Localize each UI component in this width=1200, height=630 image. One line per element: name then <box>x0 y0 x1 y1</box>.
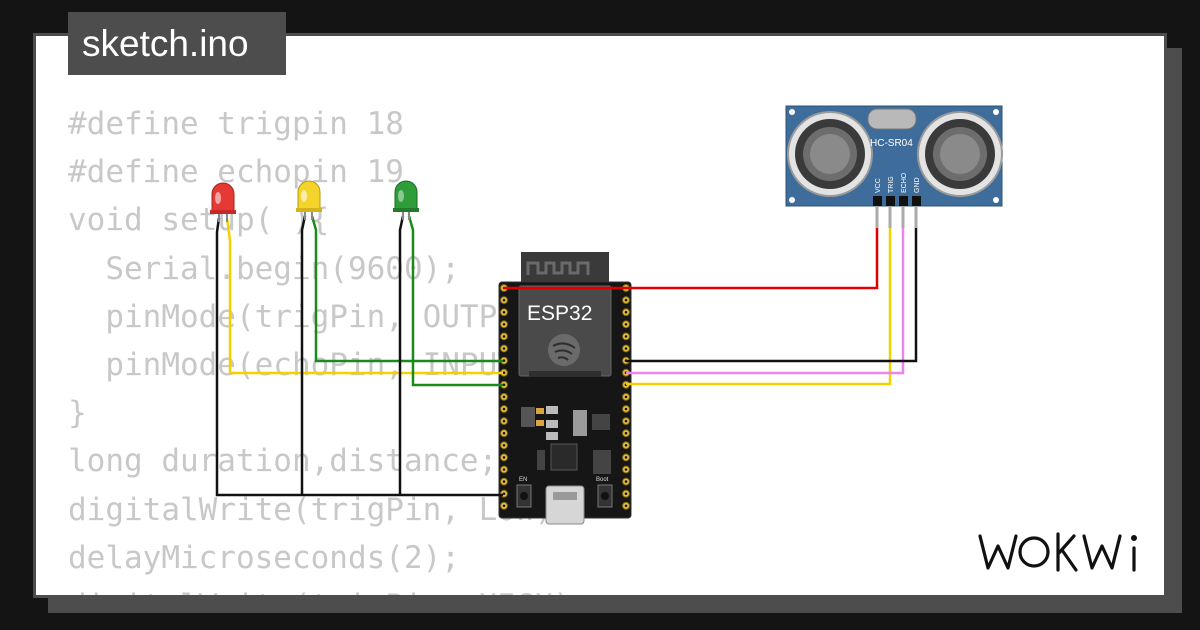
gpio-pin-hole <box>502 456 506 459</box>
pin-label-trig: TRIG <box>888 176 895 193</box>
wire-green-led-anode <box>407 215 503 387</box>
gpio-pin-hole <box>502 347 506 350</box>
en-button-label: EN <box>519 477 527 483</box>
boot-button-cap <box>601 492 609 500</box>
smd-component <box>537 450 545 470</box>
gpio-pin-hole <box>502 431 506 435</box>
code-line: #define trigpin 18 <box>68 106 404 142</box>
transducer-left <box>787 111 873 197</box>
code-line: } <box>68 395 87 432</box>
wire-red-led-cathode <box>215 217 503 497</box>
pin-label-vcc: VCC <box>875 178 882 193</box>
code-line: pinMode(trigPin, OUTPUT); <box>68 298 572 335</box>
wire-yellow-led-cathode <box>300 215 307 495</box>
board-label: ESP32 <box>527 302 592 325</box>
micro-usb-port <box>545 485 585 525</box>
gpio-pin-hole <box>624 347 628 350</box>
gpio-pin-hole <box>624 444 628 447</box>
smd-component <box>546 406 558 414</box>
gpio-pin-hole <box>502 335 506 338</box>
wire-green-led-cathode <box>398 215 405 495</box>
esp32-board[interactable]: ESP32 EN Boot <box>498 252 632 525</box>
regulator <box>573 410 587 436</box>
led-yellow[interactable] <box>296 180 322 220</box>
led-red[interactable] <box>210 182 236 222</box>
gpio-pin-hole <box>624 492 628 496</box>
file-name-tab: sketch.ino <box>68 12 286 75</box>
en-button-cap <box>520 492 528 500</box>
smd-component <box>521 407 535 427</box>
wire-red-led-anode <box>225 217 503 375</box>
smd-component <box>536 420 544 426</box>
gpio-pin-hole <box>502 468 506 471</box>
gpio-pin-hole <box>624 323 628 326</box>
gpio-pin-hole <box>502 419 506 423</box>
gpio-pin-hole <box>502 310 506 314</box>
espressif-logo-icon <box>548 334 580 366</box>
gpio-pin-hole <box>624 480 628 483</box>
gpio-pin-hole <box>624 298 628 302</box>
gpio-pin-hole <box>502 492 506 496</box>
wire-yellow-led-anode <box>310 215 503 363</box>
wire-trig <box>626 228 892 386</box>
gpio-pin-hole <box>502 407 506 411</box>
wire-vcc <box>503 228 879 290</box>
gpio-pin-hole <box>624 504 628 508</box>
code-line: delayMicroseconds(2); <box>68 539 460 576</box>
pin-header <box>912 196 921 206</box>
gpio-pin-hole <box>502 298 506 302</box>
pin-label-gnd: GND <box>914 177 921 193</box>
wokwi-logo <box>978 532 1137 572</box>
pin-label-echo: ECHO <box>901 172 908 193</box>
smd-component <box>546 420 558 428</box>
sensor-label: HC-SR04 <box>870 138 913 149</box>
transducer-right <box>917 111 1003 197</box>
antenna-area <box>521 252 609 282</box>
wire-gnd <box>626 228 918 363</box>
gpio-pin-hole <box>624 419 628 423</box>
micro-usb-slot <box>553 492 577 500</box>
pin-header <box>873 196 882 206</box>
gpio-pin-hole <box>502 395 506 399</box>
left-pin-header <box>500 284 508 510</box>
smd-component <box>593 450 611 474</box>
gpio-pin-hole <box>624 407 628 411</box>
pin-header <box>899 196 908 206</box>
hc-sr04-sensor[interactable]: HC-SR04 VCC TRIG ECHO GND <box>785 105 1003 228</box>
gpio-pin-hole <box>624 456 628 459</box>
mount-hole <box>993 197 999 203</box>
mount-hole <box>789 197 795 203</box>
gpio-pin-hole <box>502 504 506 508</box>
gpio-pin-hole <box>624 468 628 471</box>
antenna-trace <box>526 261 590 275</box>
mount-hole <box>993 109 999 115</box>
gpio-pin-hole <box>502 359 506 362</box>
gpio-pin-hole <box>624 335 628 338</box>
code-line: digitalWrite(trigPin, HIGH); <box>68 582 968 595</box>
gpio-pin-hole <box>502 444 506 447</box>
gpio-pin-hole <box>624 431 628 435</box>
led-green[interactable] <box>393 180 419 220</box>
smd-component <box>536 408 544 414</box>
gpio-pin-hole <box>624 395 628 399</box>
crystal <box>867 108 917 130</box>
code-line: pinMode(echoPin, INPUT); <box>68 346 554 383</box>
code-line: #define echopin 19 <box>68 154 404 191</box>
mount-hole <box>789 109 795 115</box>
usb-uart-chip <box>550 443 578 471</box>
gpio-pin-hole <box>624 310 628 314</box>
smd-component <box>546 432 558 440</box>
wire-echo <box>626 228 905 375</box>
pin-header <box>886 196 895 206</box>
gpio-pin-hole <box>502 480 506 483</box>
gpio-pin-hole <box>502 371 506 375</box>
gpio-pin-hole <box>502 383 506 387</box>
gpio-pin-hole <box>502 323 506 326</box>
smd-component <box>592 414 610 430</box>
boot-button-label: Boot <box>596 477 609 483</box>
module-edge <box>529 371 601 377</box>
wires <box>215 215 918 497</box>
